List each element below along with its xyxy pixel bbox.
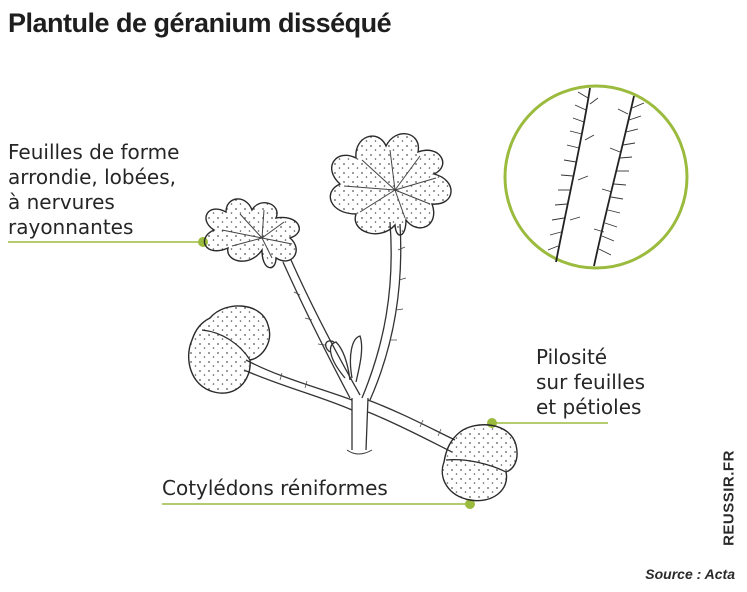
label-leaves-line-3: à nervures (8, 190, 115, 214)
label-hairs: Pilosité sur feuilles et pétioles (536, 345, 645, 420)
label-hairs-line-1: Pilosité (536, 345, 608, 369)
diagram-title: Plantule de géranium disséqué (8, 8, 392, 38)
magnified-hair-view (503, 84, 689, 270)
leaf-left (203, 198, 300, 269)
label-leaves-line-4: rayonnantes (8, 215, 134, 239)
label-hairs-line-3: et pétioles (536, 395, 642, 419)
label-hairs-line-2: sur feuilles (536, 370, 646, 394)
leaf-right (329, 132, 452, 236)
cotyledon-right (441, 424, 518, 502)
label-leaves-line-1: Feuilles de forme (8, 140, 180, 164)
label-leaves-line-2: arrondie, lobées, (8, 165, 176, 189)
source-credit: Source : Acta (645, 566, 735, 582)
stems (243, 221, 456, 455)
leader-dot-cotyledons (465, 499, 475, 509)
label-cotyledons: Cotylédons réniformes (162, 476, 388, 500)
leader-lines (8, 237, 608, 509)
cotyledon-left (188, 305, 271, 394)
label-leaves: Feuilles de forme arrondie, lobées, à ne… (8, 140, 179, 240)
